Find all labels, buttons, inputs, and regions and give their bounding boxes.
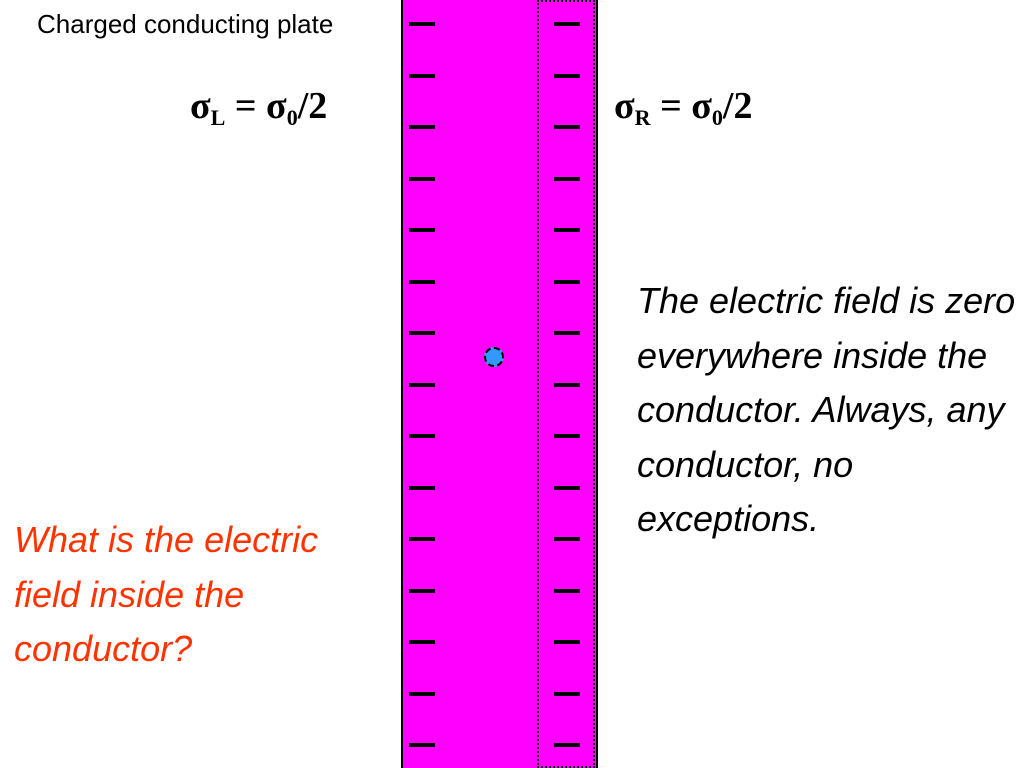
negative-charge <box>554 176 580 181</box>
negative-charge <box>409 485 435 490</box>
negative-charge <box>554 125 580 129</box>
plate-label: Charged conducting plate <box>37 9 334 39</box>
negative-charge <box>409 382 435 387</box>
negative-charge <box>409 176 435 181</box>
negative-charge <box>554 485 580 490</box>
negative-charge <box>554 434 580 438</box>
sigma-right-label: σR = σ0/2 <box>614 85 753 130</box>
negative-charge <box>409 434 435 438</box>
negative-charge <box>409 331 435 335</box>
negative-charge <box>554 743 580 747</box>
negative-charge <box>554 279 580 284</box>
question-text: What is the electric field inside the co… <box>14 519 319 669</box>
negative-charge <box>554 537 580 541</box>
negative-charge <box>554 691 580 696</box>
negative-charge <box>554 382 580 387</box>
negative-charge <box>554 331 580 335</box>
negative-charge <box>554 588 580 593</box>
negative-charge <box>409 691 435 696</box>
negative-charge <box>409 125 435 129</box>
sigma-left-label: σL = σ0/2 <box>190 85 328 130</box>
negative-charge <box>554 228 580 232</box>
negative-charge <box>554 640 580 644</box>
negative-charge <box>554 22 580 26</box>
negative-charge <box>409 743 435 747</box>
negative-charge <box>409 537 435 541</box>
negative-charge <box>409 22 435 26</box>
negative-charge <box>409 640 435 644</box>
right-surface-charges <box>554 0 584 768</box>
negative-charge <box>409 73 435 78</box>
negative-charge <box>554 73 580 78</box>
left-surface-charges <box>409 0 439 768</box>
answer-text: The electric field is zero everywhere in… <box>637 280 1016 539</box>
negative-charge <box>409 228 435 232</box>
gaussian-surface-box <box>537 0 595 768</box>
negative-charge <box>409 279 435 284</box>
test-point <box>484 347 504 367</box>
negative-charge <box>409 588 435 593</box>
